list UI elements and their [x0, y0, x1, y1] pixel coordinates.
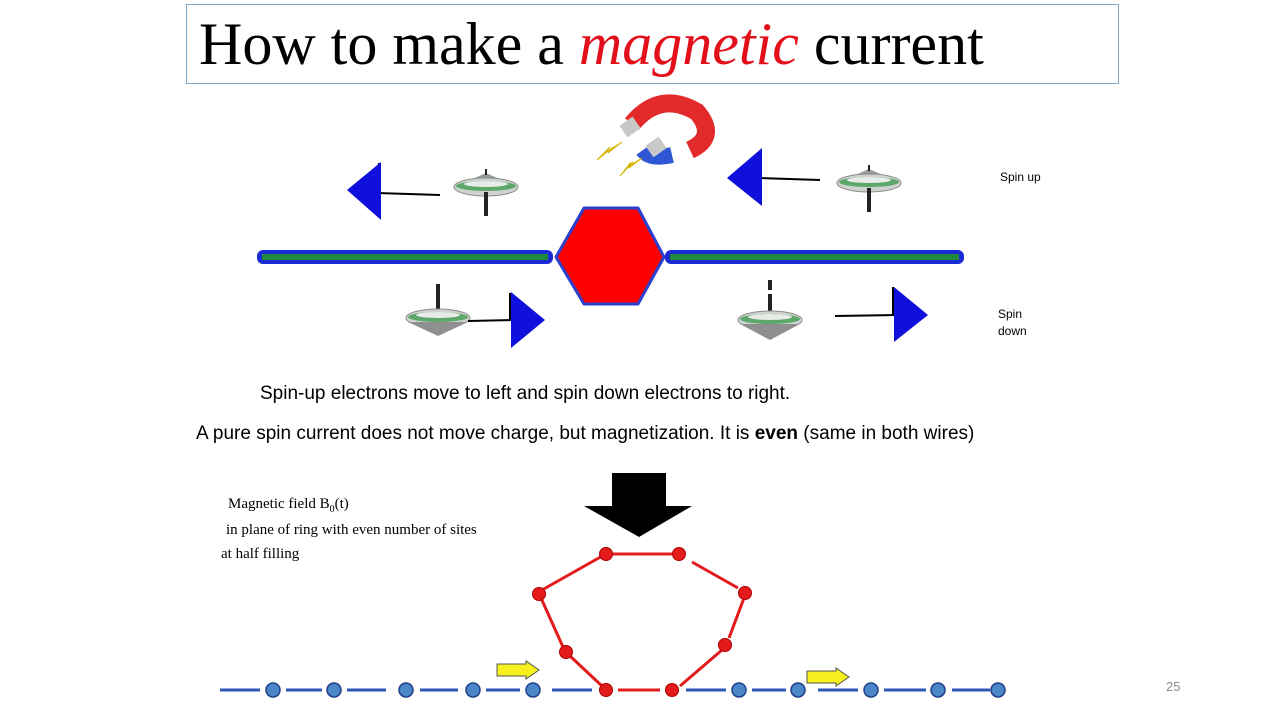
title-accent: magnetic [578, 11, 799, 77]
ring-structure [539, 552, 746, 688]
page-title: How to make a magnetic current [199, 9, 984, 79]
ring-site [738, 586, 752, 600]
ring-site [599, 547, 613, 561]
chain-site [465, 682, 481, 698]
ring-site [718, 638, 732, 652]
ring-site [559, 645, 573, 659]
chain-site [930, 682, 946, 698]
spin-down-label-line1: Spin [998, 307, 1023, 321]
spinning-top-icon [836, 165, 902, 212]
caption-line1: Spin-up electrons move to left and spin … [260, 383, 791, 404]
spin-down-label-line2: down [998, 324, 1027, 338]
title-prefix: How to make a [199, 11, 579, 77]
spinning-top-icon [737, 280, 803, 340]
page-number: 25 [1166, 679, 1181, 694]
note-line1-sub: 0 [329, 504, 335, 515]
down-arrow-icon [584, 473, 692, 537]
spin-up-label: Spin up [1000, 170, 1041, 184]
ring-site [672, 547, 686, 561]
caption-line2: A pure spin current does not move charge… [196, 423, 974, 445]
note-line3: at half filling [221, 546, 300, 562]
chain-site [398, 682, 414, 698]
chain-site [525, 682, 541, 698]
flow-arrow-left [496, 660, 540, 680]
spinning-top-icon [405, 284, 471, 336]
title-box: How to make a magnetic current [186, 4, 1119, 84]
note-line2: in plane of ring with even number of sit… [226, 522, 477, 538]
chain-site [990, 682, 1006, 698]
chain-site [326, 682, 342, 698]
note-line1: Magnetic field B0(t) [228, 496, 349, 515]
spinning-top-icon [453, 169, 519, 216]
ring-site [532, 587, 546, 601]
chain-site [863, 682, 879, 698]
caption-line2-bold: even [754, 423, 799, 444]
spin-down-arrow-right [834, 287, 928, 342]
chain-site [265, 682, 281, 698]
spin-up-arrow-left [347, 162, 441, 220]
hexagon-site [554, 206, 666, 306]
title-suffix: current [798, 11, 984, 77]
lightning-bolt-icon [596, 141, 643, 177]
note-line1-suffix: (t) [334, 496, 349, 512]
flow-arrow-right [806, 667, 850, 687]
ring-site [599, 683, 613, 697]
chain-site [790, 682, 806, 698]
spin-up-arrow-right [727, 148, 821, 206]
ring-site [665, 683, 679, 697]
ring-sites [532, 547, 752, 697]
wire-left [257, 250, 553, 264]
chain-sites [265, 682, 1006, 698]
caption-line2-after: (same in both wires) [798, 423, 975, 444]
horseshoe-magnet-icon [619, 94, 715, 165]
caption-line2-before: A pure spin current does not move charge… [196, 423, 755, 444]
spin-down-arrow-left [467, 292, 545, 348]
wire-right [665, 250, 964, 264]
chain-site [731, 682, 747, 698]
note-line1-prefix: Magnetic field B [228, 496, 330, 512]
